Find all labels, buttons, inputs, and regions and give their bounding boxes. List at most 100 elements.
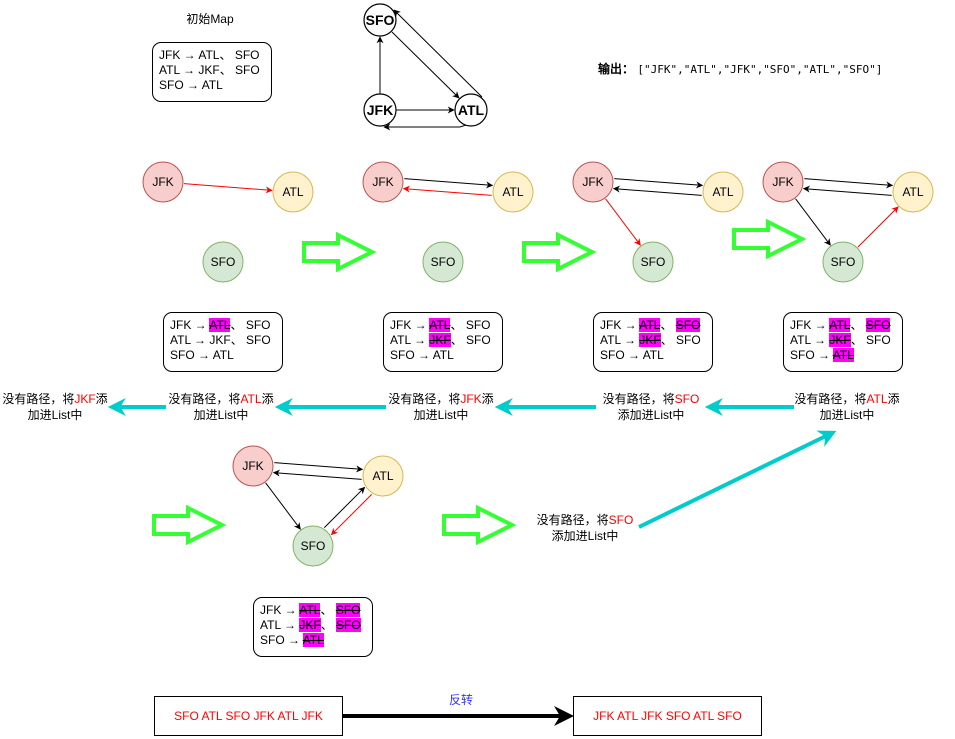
adjacency-row-jfk: JFK → ATL、 SFO [390,318,496,333]
unused-ticket: ATL [198,48,220,62]
step-arrow-1 [302,231,377,273]
nodes-layer: SFO JFK ATL JFK ATL SFO JFK ATL SFO JFK ATL SFO JFK A… [142,3,934,567]
step-5-edge-jfk-atl [274,462,364,473]
unused-ticket: ATL [432,348,454,362]
separator: 、 [230,333,247,347]
used-ticket: JKF [829,333,851,347]
top-node-sfo [363,3,397,37]
node-jfk-5 [232,445,274,487]
node-label-sfo: SFO [301,539,326,553]
step-5-edge-atl-sfo [330,494,373,536]
separator: 、 [219,48,235,62]
node-label-atl: ATL [502,185,523,199]
caption-airport: JFK [460,392,482,406]
adjacency-source: ATL → [600,333,640,347]
reversed-sequence-text: JFK ATL JFK SFO ATL SFO [593,709,742,723]
unused-ticket: SFO [676,333,701,347]
top-node-label-jfk: JFK [367,102,393,118]
adjacency-row-atl: ATL → JKF、 SFO [600,333,706,348]
output-line: 输出： ["JFK","ATL","JFK","SFO","ATL","SFO"… [598,60,882,77]
used-ticket: JKF [299,618,321,632]
adjacency-row-jfk: JFK → ATL、 SFO [790,318,896,333]
separator: 、 [450,333,467,347]
adjacency-row-sfo: SFO → ATL [390,348,496,363]
edges-layer [183,9,899,536]
node-label-jfk: JFK [582,175,603,189]
caption-airport: ATL [866,392,888,406]
separator: 、 [320,603,336,617]
adjacency-row-jfk: JFK → ATL、 SFO [159,48,265,63]
adjacency-row-atl: ATL → JKF、 SFO [790,333,896,348]
node-label-jfk: JFK [772,175,793,189]
adjacency-source: JFK → [170,318,210,332]
node-atl-3 [702,171,744,213]
adjacency-source: SFO → [170,348,213,362]
caption-airport: SFO [608,513,634,527]
separator: 、 [850,333,867,347]
node-sfo-2 [422,241,464,283]
node-label-sfo: SFO [431,255,456,269]
step-5-edge-atl-jfk [272,469,362,480]
used-ticket: SFO [335,603,361,617]
unused-ticket: SFO [465,318,491,332]
step-arrow-4 [152,504,227,546]
used-ticket: JKF [639,333,661,347]
unused-ticket: SFO [466,333,491,347]
adjacency-row-sfo: SFO → ATL [600,348,706,363]
top-node-atl [454,93,488,127]
node-label-jfk: JFK [372,175,393,189]
step-5-edge-sfo-atl [323,486,366,528]
node-atl-4 [892,171,934,213]
list-sequence-text: SFO ATL SFO JFK ATL JFK [174,709,323,723]
output-label: 输出： [598,62,635,76]
adjacency-row-sfo: SFO → ATL [159,78,265,93]
node-atl-1 [272,171,314,213]
separator: 、 [850,318,866,332]
adjacency-source: JFK → [600,318,640,332]
adjacency-source: JFK → [159,48,199,62]
adjacency-source: JFK → [790,318,830,332]
used-ticket: ATL [302,633,324,647]
used-ticket: ATL [209,318,231,332]
node-sfo-1 [202,241,244,283]
step-4-edge-jfk-sfo [795,198,831,246]
step-5-edge-jfk-sfo [265,482,301,530]
adjacency-row-atl: ATL → JKF、 SFO [260,618,366,633]
adjacency-source: ATL → [790,333,830,347]
used-ticket: ATL [429,318,451,332]
adjacency-row-atl: ATL → JKF、 SFO [170,333,276,348]
separator: 、 [450,318,466,332]
top-node-jfk [363,93,397,127]
separator: 、 [320,618,337,632]
separator: 、 [660,333,677,347]
unused-ticket: SFO [246,333,271,347]
adjacency-source: ATL → [159,63,199,77]
top-node-label-sfo: SFO [366,12,395,28]
node-label-sfo: SFO [211,255,236,269]
step-4-edge-atl-jfk [802,185,892,196]
caption-add-atl-2: 没有路径，将ATL添 加进List中 [794,392,900,422]
used-ticket: SFO [865,318,891,332]
node-jfk-4 [762,161,804,203]
node-atl-5 [362,455,404,497]
adjacency-source: SFO → [390,348,433,362]
unused-ticket: JKF [198,63,220,77]
used-ticket: SFO [675,318,701,332]
used-ticket: ATL [829,318,851,332]
arrows-layer [107,218,837,726]
unused-ticket: ATL [642,348,664,362]
adjacency-source: ATL → [260,618,300,632]
caption-final-add-sfo: 没有路径，将SFO 添加进List中 [536,513,634,543]
used-ticket: SFO [336,618,361,632]
node-sfo-4 [822,241,864,283]
step-2-edge-atl-jfk [402,185,492,196]
edge-sfo-atl [391,31,460,99]
step-3-edge-jfk-atl [614,178,704,189]
list-sequence-box: SFO ATL SFO JFK ATL JFK [154,696,343,736]
node-label-jfk: JFK [242,459,263,473]
